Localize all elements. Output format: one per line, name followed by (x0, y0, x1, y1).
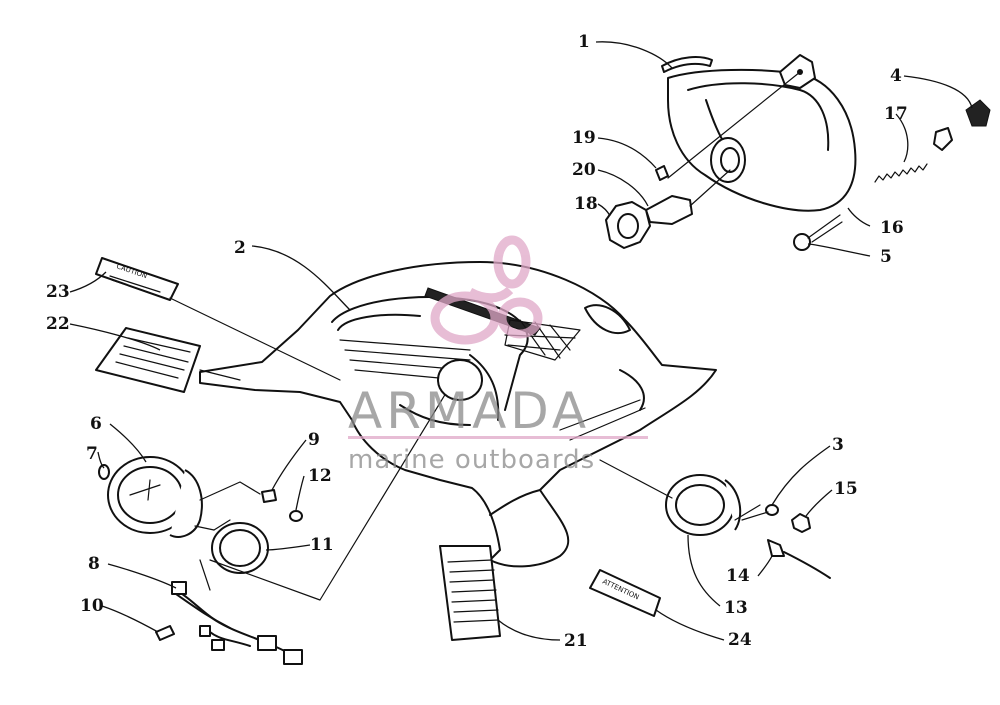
callout-10: 10 (80, 596, 104, 616)
bulb-holder (261, 489, 277, 503)
watermark: ARMADA marine outboards (348, 235, 648, 475)
watermark-rule (348, 436, 648, 439)
hood-cowl (199, 261, 717, 568)
adjuster-knob (965, 99, 991, 127)
retaining-ring (605, 201, 651, 249)
gauge-bezel (211, 522, 269, 574)
warning-decal-22 (95, 327, 201, 393)
harness-connector (155, 625, 175, 641)
callout-23: 23 (46, 282, 70, 302)
gauge-mount (437, 359, 483, 401)
callout-22: 22 (46, 314, 70, 334)
assembly-lines (169, 71, 801, 601)
small-bulb (289, 510, 303, 522)
callout-4: 4 (890, 66, 902, 86)
adjuster-screw (793, 214, 843, 251)
adjuster-spring (874, 127, 953, 183)
tach-cable (767, 539, 831, 579)
gauge-washer (765, 504, 779, 516)
speedometer-gauge (107, 456, 215, 538)
callout-9: 9 (308, 430, 320, 450)
callout-14: 14 (726, 566, 750, 586)
leader-lines (69, 41, 973, 641)
watermark-tagline: marine outboards (348, 445, 595, 475)
indicator-bulb (98, 464, 110, 480)
watermark-logo-icon (430, 235, 543, 345)
wiring-harness (171, 581, 303, 665)
callout-16: 16 (880, 218, 904, 238)
attention-decal-24: ATTENTION (589, 569, 661, 617)
callout-6: 6 (90, 414, 102, 434)
caution-decal-23: CAUTION (95, 257, 179, 301)
callout-24: 24 (728, 630, 752, 650)
callout-11: 11 (310, 535, 334, 555)
callout-21: 21 (564, 631, 588, 651)
callout-18: 18 (574, 194, 598, 214)
callout-labels: 1 2 3 4 5 6 7 8 9 10 11 12 13 14 15 16 1… (46, 32, 908, 651)
callout-5: 5 (880, 247, 892, 267)
callout-2: 2 (234, 238, 246, 258)
callout-19: 19 (572, 128, 596, 148)
trim-strip (661, 56, 713, 73)
watermark-brand: ARMADA (348, 382, 590, 440)
small-screw (655, 165, 669, 181)
gauge-nut (791, 513, 811, 533)
callout-20: 20 (572, 160, 596, 180)
callout-12: 12 (308, 466, 332, 486)
callout-7: 7 (86, 444, 98, 464)
info-decal-21 (439, 545, 501, 641)
callout-17: 17 (884, 104, 908, 124)
tachometer-gauge (665, 474, 761, 536)
callout-8: 8 (88, 554, 100, 574)
callout-13: 13 (724, 598, 748, 618)
callout-15: 15 (834, 479, 858, 499)
headlight-housing (667, 54, 857, 212)
callout-3: 3 (832, 435, 844, 455)
callout-1: 1 (578, 32, 590, 52)
